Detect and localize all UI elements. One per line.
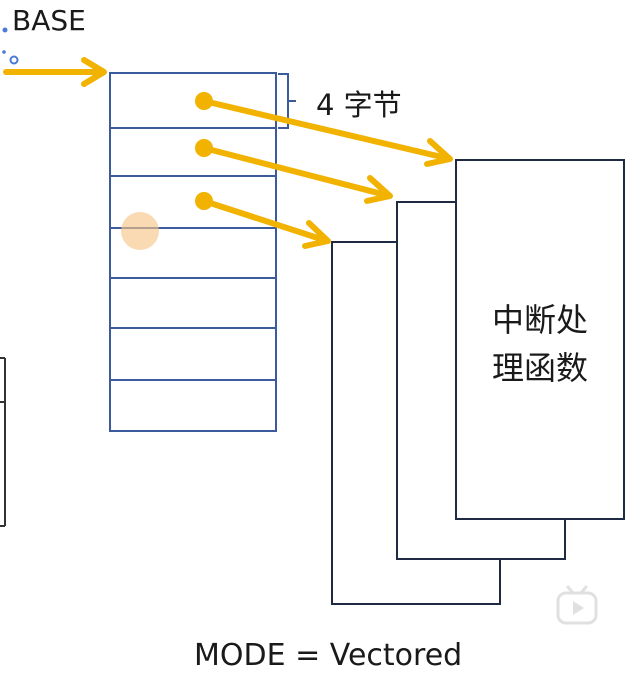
left-edge-partial-box [0,357,6,527]
base-arrow [3,57,107,87]
corner-marker-icon [2,27,19,65]
handler-boxes [331,159,625,605]
pointer-highlight [121,212,159,250]
bilibili-play-icon [556,585,598,625]
arrows [3,57,453,249]
vector-table [109,72,277,432]
entry-size-bracket [278,73,296,129]
base-label: BASE [12,4,86,37]
entry-arrow-1 [201,98,453,167]
handler-label: 中断处理函数 [491,301,588,387]
entry-arrow-2 [201,145,393,204]
entry-size-label: 4 字节 [316,88,402,122]
entry-arrow-3 [201,198,331,249]
mode-label: MODE = Vectored [194,638,463,673]
arrow-origin-dots [195,92,213,210]
handler-box-front [455,159,625,520]
